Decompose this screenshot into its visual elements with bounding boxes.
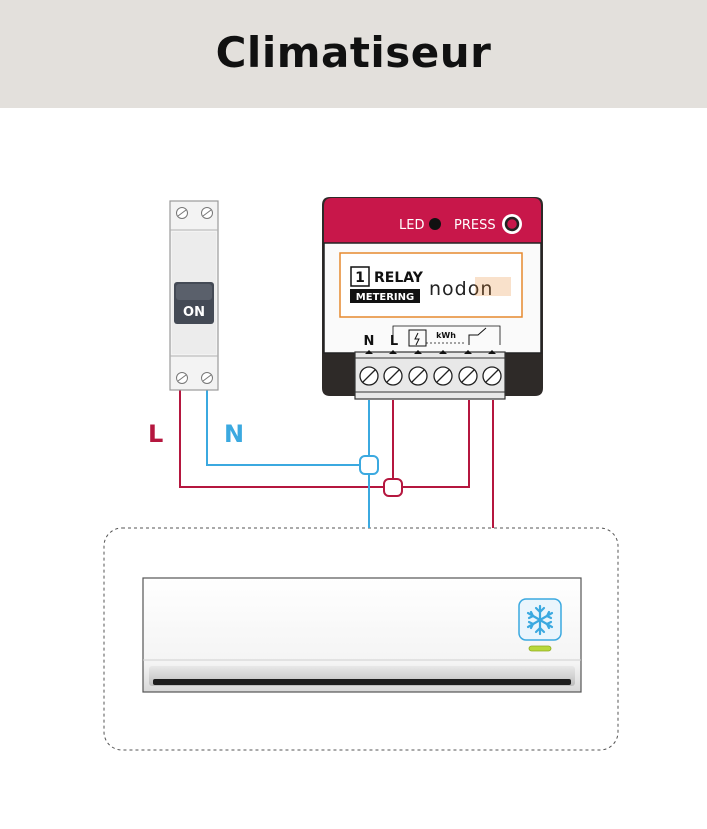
air-conditioner — [142, 577, 582, 693]
press-label: PRESS — [454, 218, 496, 233]
brand-logo: nodon — [429, 278, 493, 300]
relay-module: LED PRESS 1 RELAY METERING nodon N L kWh — [322, 197, 543, 400]
neutral-wire-label: N — [224, 420, 244, 448]
snowflake-icon — [518, 598, 562, 641]
neutral-wires — [206, 390, 370, 528]
live-connector — [383, 478, 403, 497]
terminal-screw-icon — [359, 366, 502, 386]
kwh-label: kWh — [436, 331, 456, 340]
led-label: LED — [399, 218, 424, 233]
neutral-connector — [359, 455, 379, 475]
terminal-l-label: L — [390, 334, 398, 349]
product-number: 1 — [355, 270, 365, 286]
product-variant: METERING — [356, 292, 414, 303]
terminal-screw-icon — [176, 207, 213, 384]
led-indicator-icon — [429, 218, 441, 230]
ac-status-indicator — [528, 645, 552, 652]
page-title: Climatiseur — [215, 27, 492, 77]
live-wires — [179, 390, 494, 528]
title-bar: Climatiseur — [0, 0, 707, 108]
live-wire-label: L — [148, 420, 163, 448]
breaker-state-label: ON — [183, 305, 205, 320]
terminal-n-label: N — [364, 334, 375, 349]
circuit-breaker: ON — [169, 200, 219, 391]
product-name: RELAY — [374, 270, 424, 286]
